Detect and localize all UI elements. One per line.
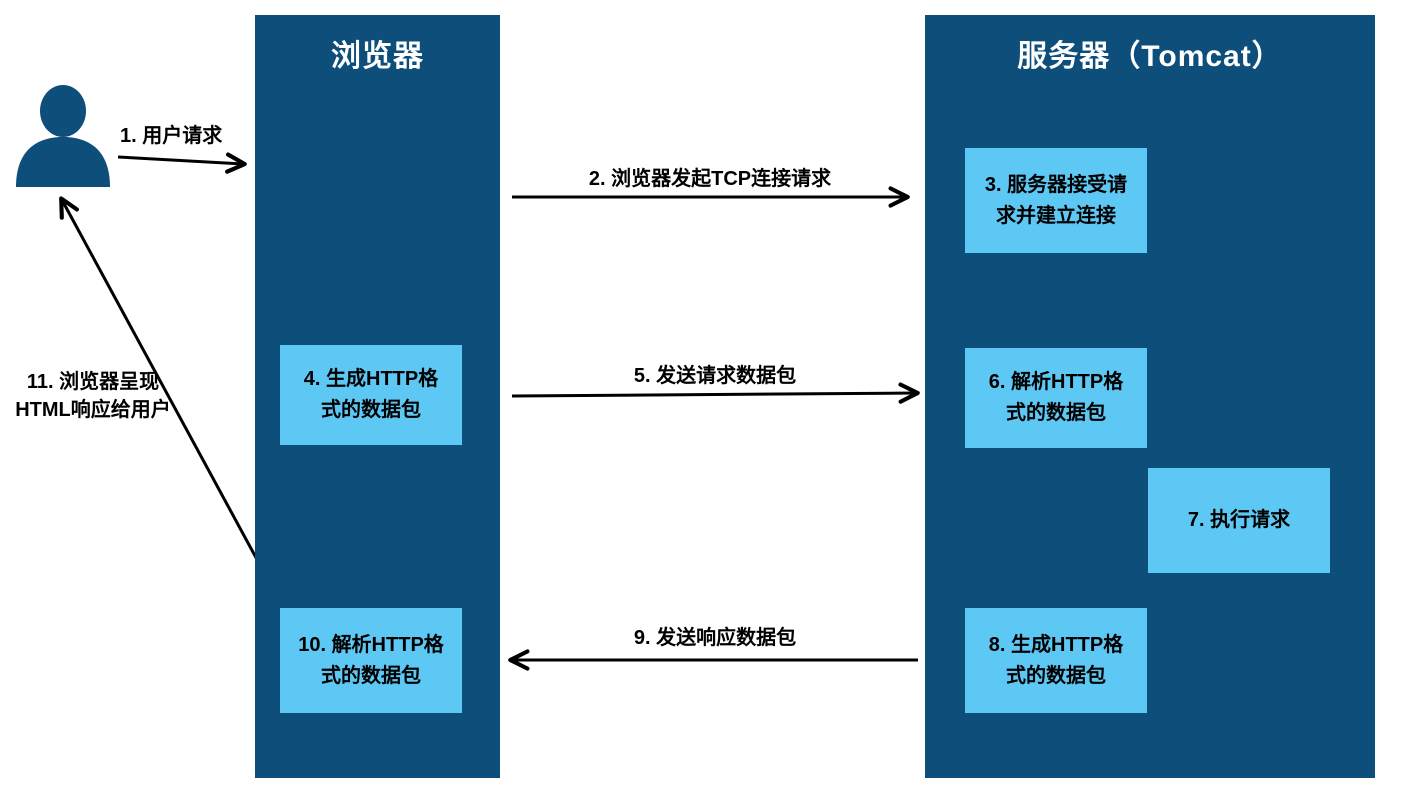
- step-10-box: 10. 解析HTTP格式的数据包: [280, 608, 462, 713]
- step-3-box: 3. 服务器接受请求并建立连接: [965, 148, 1147, 253]
- arrow-step-5: [511, 382, 920, 404]
- step-6-box: 6. 解析HTTP格式的数据包: [965, 348, 1147, 448]
- step-8-box: 8. 生成HTTP格式的数据包: [965, 608, 1147, 713]
- user-icon: [8, 85, 118, 187]
- arrow-step-1: [117, 152, 247, 174]
- step-4-box: 4. 生成HTTP格式的数据包: [280, 345, 462, 445]
- step-7-box: 7. 执行请求: [1148, 468, 1330, 573]
- step-2-label: 2. 浏览器发起TCP连接请求: [588, 168, 832, 190]
- browser-column-title: 浏览器: [331, 40, 424, 73]
- step-1-label: 1. 用户请求: [120, 125, 223, 147]
- user-icon-graphic: [16, 85, 110, 187]
- step-9-label: 9. 发送响应数据包: [633, 627, 797, 649]
- step-11-label: 11. 浏览器呈现HTML响应给用户: [15, 371, 171, 421]
- step-5-label: 5. 发送请求数据包: [633, 365, 797, 387]
- server-column-title: 服务器（Tomcat）: [1017, 40, 1283, 73]
